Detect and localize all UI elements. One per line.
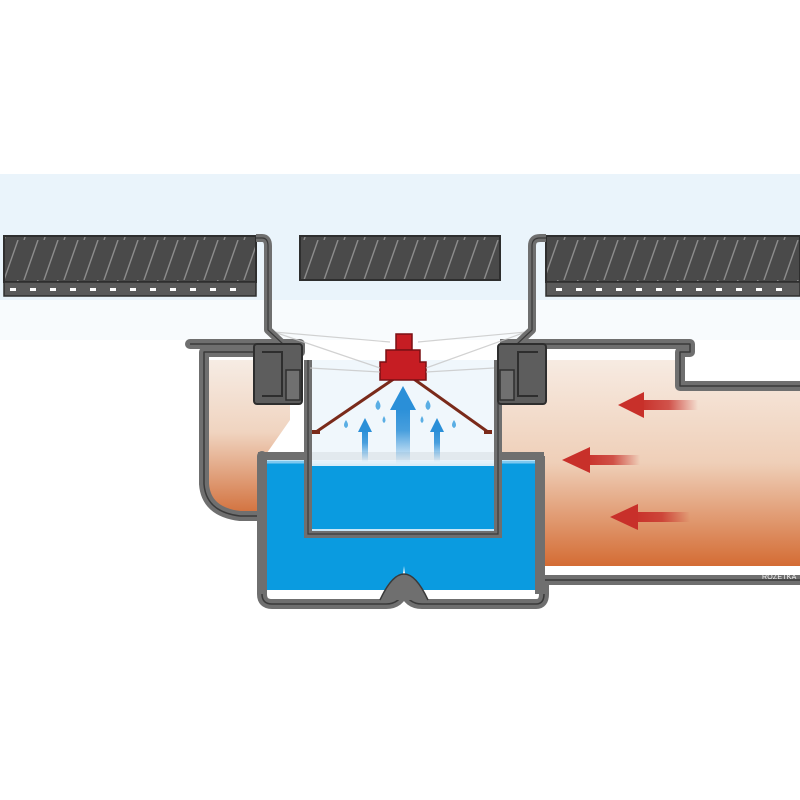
frame-right bbox=[497, 234, 547, 405]
floor-grate-center bbox=[299, 235, 501, 281]
floor-grate-left bbox=[3, 235, 257, 297]
arrow-left-icon bbox=[562, 447, 640, 473]
frame-left bbox=[253, 234, 303, 405]
watermark: ROZETKA bbox=[762, 567, 800, 581]
evaporation-arrows bbox=[344, 386, 456, 464]
arrow-up-icon bbox=[430, 418, 444, 462]
arrow-up-icon bbox=[358, 418, 372, 462]
arrow-up-icon bbox=[390, 386, 416, 464]
trap-water bbox=[266, 462, 540, 590]
sewer-gas-arrows bbox=[562, 392, 698, 530]
arrow-left-icon bbox=[618, 392, 698, 418]
vapor-droplets bbox=[344, 400, 456, 428]
valve-cap bbox=[379, 333, 427, 381]
guide-lines bbox=[273, 331, 527, 373]
arrow-left-icon bbox=[610, 504, 690, 530]
watermark-logo-icon bbox=[762, 567, 767, 573]
floor-grate-right bbox=[545, 235, 800, 297]
watermark-text: ROZETKA bbox=[762, 574, 797, 581]
